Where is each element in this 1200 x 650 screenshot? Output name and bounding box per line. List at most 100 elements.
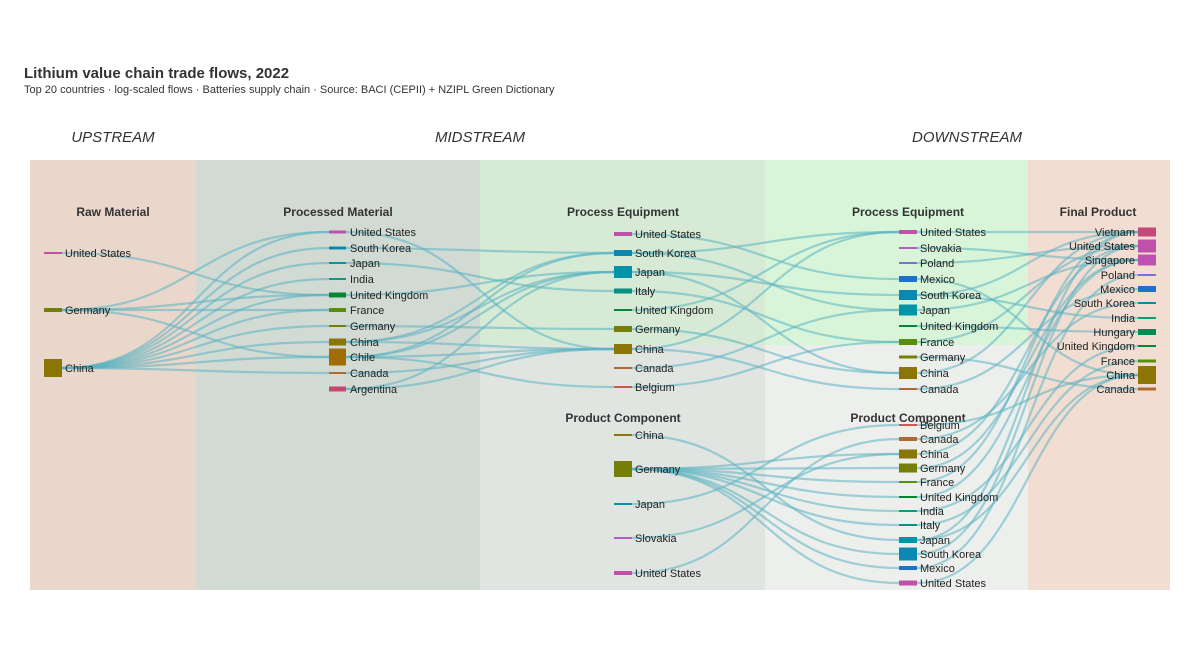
node-label-mid-equipment-united-states: United States <box>635 229 702 241</box>
node-processed-united-kingdom <box>329 292 346 298</box>
node-down-component-canada <box>899 437 917 441</box>
link-japan-to-belgium <box>631 423 900 506</box>
node-final-hungary <box>1138 329 1156 335</box>
node-label-mid-equipment-belgium: Belgium <box>635 382 675 394</box>
link-belgium-to-china <box>916 373 1139 427</box>
node-label-down-equipment-germany: Germany <box>920 352 966 364</box>
node-label-mid-component-germany: Germany <box>635 464 681 476</box>
link-south-korea-to-united-states <box>631 230 900 255</box>
node-processed-argentina <box>329 386 346 392</box>
node-down-equipment-united-kingdom <box>899 325 917 327</box>
node-label-down-component-india: India <box>920 506 945 518</box>
node-raw-china <box>44 359 62 377</box>
stream-label-downstream: DOWNSTREAM <box>912 129 1023 146</box>
node-label-mid-equipment-japan: Japan <box>635 267 665 279</box>
node-label-down-component-south-korea: South Korea <box>920 549 982 561</box>
node-down-equipment-japan <box>899 304 917 316</box>
node-down-equipment-germany <box>899 355 917 359</box>
node-label-down-equipment-france: France <box>920 337 954 349</box>
chart-subtitle: Top 20 countries · log-scaled flows · Ba… <box>24 84 555 96</box>
node-label-mid-component-united-states: United States <box>635 568 702 580</box>
link-germany-to-south-korea <box>631 467 900 556</box>
node-down-component-italy <box>899 524 917 526</box>
link-france-to-vietnam <box>916 230 1139 484</box>
link-china-to-canada <box>61 366 330 375</box>
link-germany-to-united-states <box>61 230 330 312</box>
link-india-to-united-kingdom <box>916 344 1139 513</box>
node-mid-equipment-canada <box>614 367 632 369</box>
node-processed-united-states <box>329 230 346 234</box>
link-china-to-united-states <box>631 230 900 351</box>
stage-label-mid-process-equipment: Process Equipment <box>567 205 679 219</box>
node-final-india <box>1138 317 1156 319</box>
node-label-down-component-italy: Italy <box>920 520 941 532</box>
flow-links <box>61 230 1139 585</box>
stage-label-raw-material: Raw Material <box>76 205 149 219</box>
node-mid-equipment-united-states <box>614 232 632 236</box>
node-label-final-china: China <box>1106 370 1136 382</box>
node-label-mid-component-japan: Japan <box>635 499 665 511</box>
node-label-processed-france: France <box>350 305 384 317</box>
node-processed-canada <box>329 372 346 374</box>
node-mid-component-japan <box>614 503 632 505</box>
link-japan-to-vietnam <box>916 230 1139 542</box>
link-canada-to-south-korea <box>916 301 1139 441</box>
node-label-down-equipment-mexico: Mexico <box>920 274 955 286</box>
node-label-processed-china: China <box>350 337 380 349</box>
link-united-states-to-united-kingdom <box>61 251 330 297</box>
node-label-mid-component-china: China <box>635 430 665 442</box>
node-label-down-component-mexico: Mexico <box>920 563 955 575</box>
link-japan-to-italy <box>345 261 615 293</box>
link-united-kingdom-to-united-states <box>631 230 900 312</box>
link-canada-to-china <box>345 347 615 375</box>
link-south-korea-to-japan <box>631 251 900 312</box>
link-china-to-united-states <box>916 244 1139 456</box>
link-united-kingdom-to-japan <box>345 270 615 297</box>
node-label-mid-component-slovakia: Slovakia <box>635 533 677 545</box>
node-label-down-equipment-united-kingdom: United Kingdom <box>920 321 998 333</box>
link-united-states-to-china <box>916 373 1139 585</box>
stage-labels: Raw Material Processed Material Process … <box>76 205 1136 425</box>
node-label-down-equipment-japan: Japan <box>920 305 950 317</box>
node-final-south-korea <box>1138 302 1156 304</box>
node-label-final-india: India <box>1111 313 1136 325</box>
node-down-component-south-korea <box>899 547 917 561</box>
node-label-final-poland: Poland <box>1101 270 1135 282</box>
node-label-final-singapore: Singapore <box>1085 255 1135 267</box>
node-label-down-component-france: France <box>920 477 954 489</box>
node-down-equipment-mexico <box>899 276 917 282</box>
band-processed-material <box>196 160 480 590</box>
link-germany-to-chile <box>61 308 330 359</box>
node-label-final-mexico: Mexico <box>1100 284 1135 296</box>
node-label-down-equipment-united-states: United States <box>920 227 987 239</box>
node-label-down-equipment-china: China <box>920 368 950 380</box>
node-label-mid-equipment-italy: Italy <box>635 286 656 298</box>
stage-label-down-process-equipment: Process Equipment <box>852 205 964 219</box>
link-chile-to-belgium <box>345 355 615 389</box>
node-down-component-japan <box>899 537 917 543</box>
node-down-component-germany <box>899 463 917 473</box>
node-mid-equipment-italy <box>614 288 632 294</box>
node-down-component-mexico <box>899 566 917 570</box>
node-down-component-india <box>899 510 917 512</box>
node-down-equipment-poland <box>899 262 917 264</box>
link-canada-to-japan <box>631 308 900 370</box>
node-final-united-kingdom <box>1138 345 1156 347</box>
node-final-china <box>1138 366 1156 384</box>
link-united-states-to-mexico <box>631 232 900 281</box>
node-down-equipment-slovakia <box>899 247 917 249</box>
node-down-equipment-china <box>899 367 917 379</box>
node-label-final-france: France <box>1101 356 1135 368</box>
node-down-equipment-united-states <box>899 230 917 234</box>
node-label-processed-united-kingdom: United Kingdom <box>350 290 428 302</box>
link-france-to-united-states <box>916 244 1139 344</box>
node-processed-south-korea <box>329 246 346 250</box>
stream-labels: UPSTREAM MIDSTREAM DOWNSTREAM <box>71 129 1022 146</box>
link-south-korea-to-south-korea <box>345 246 615 255</box>
node-label-down-equipment-south-korea: South Korea <box>920 290 982 302</box>
node-label-final-canada: Canada <box>1096 384 1135 396</box>
node-raw-germany <box>44 308 62 312</box>
link-slovakia-to-china <box>631 452 900 540</box>
node-final-mexico <box>1138 286 1156 292</box>
